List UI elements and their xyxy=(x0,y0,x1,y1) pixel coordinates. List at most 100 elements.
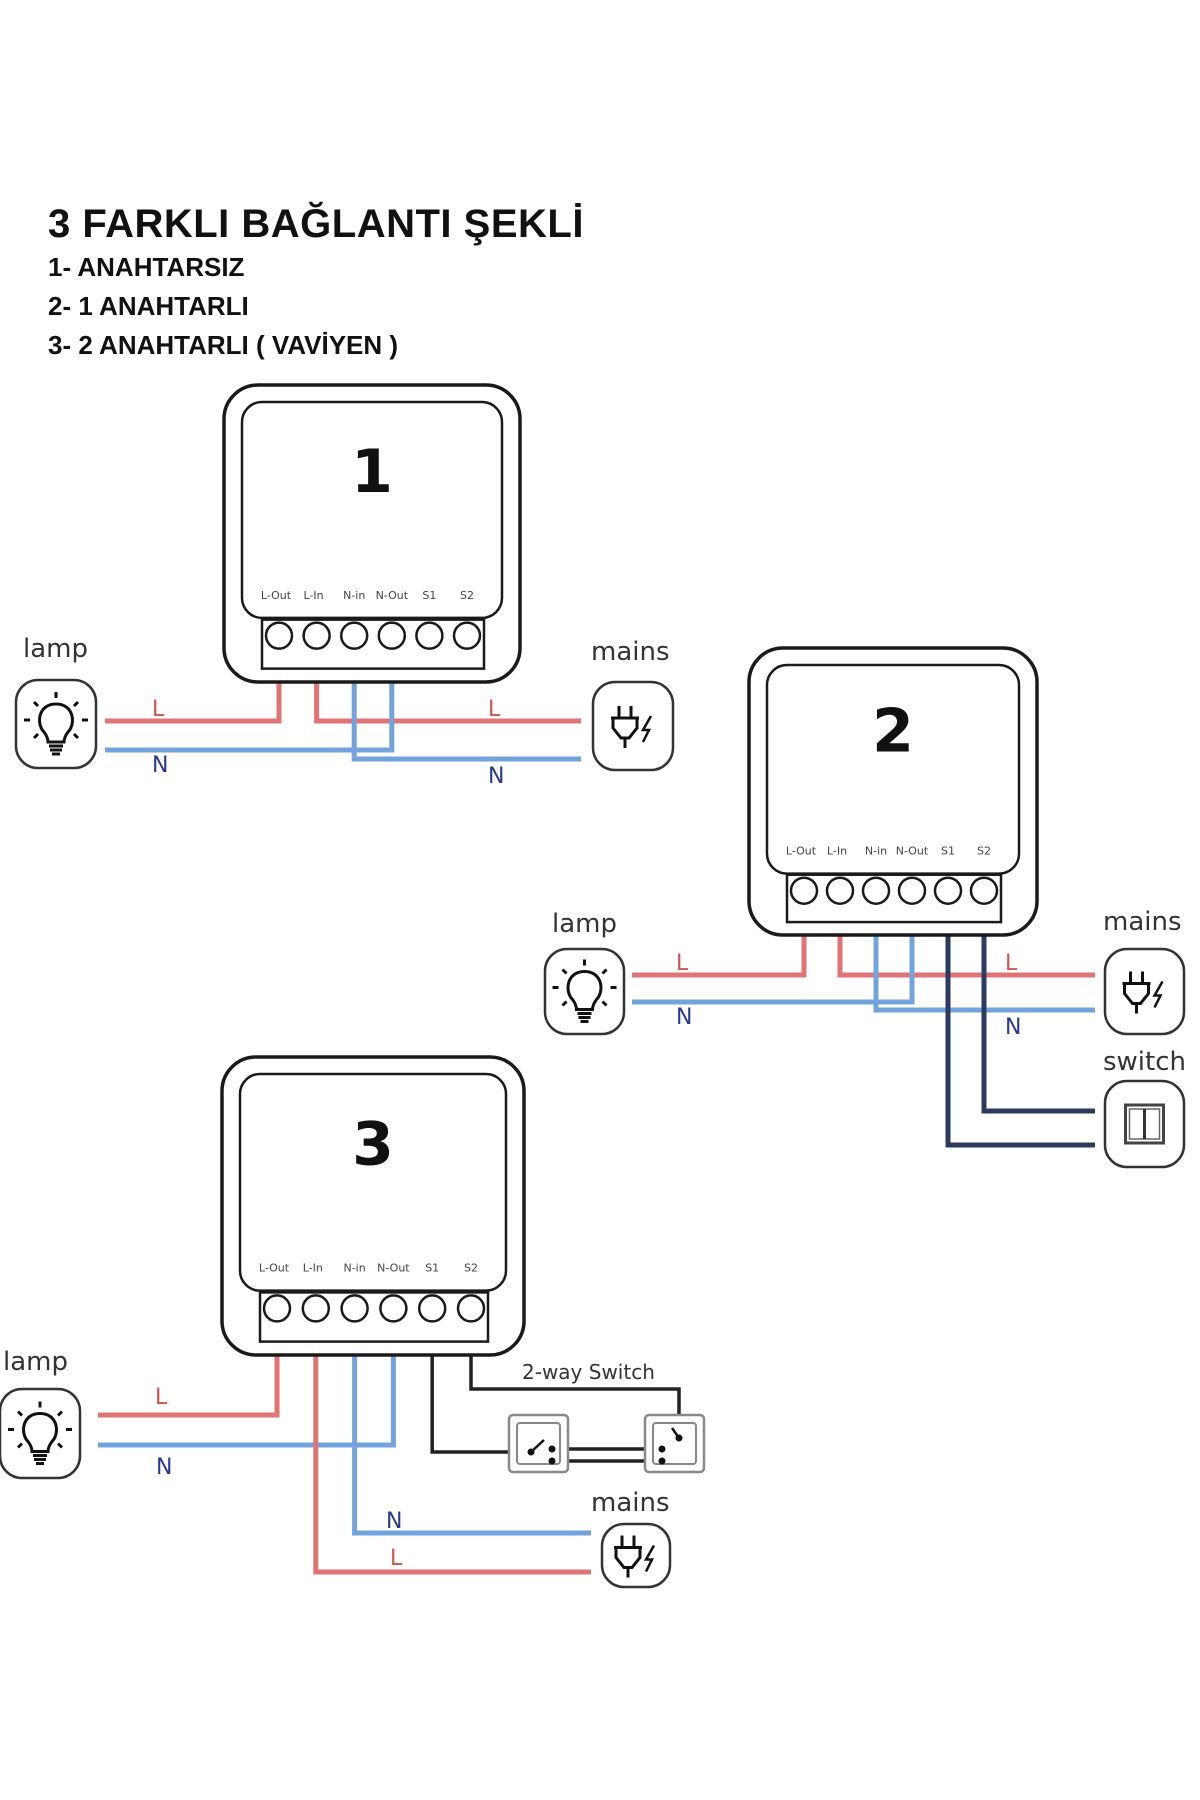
terminal-screw-l-out xyxy=(262,1294,292,1323)
terminal-label: S2 xyxy=(977,845,991,858)
terminal-label: L-In xyxy=(304,589,324,602)
module-face xyxy=(240,400,504,620)
terminal-screw-s1 xyxy=(415,621,444,650)
terminal-strip xyxy=(785,873,1003,924)
terminal-screw-l-out xyxy=(264,621,294,650)
terminal-strip xyxy=(260,618,486,670)
two-way-switch-label: 2-way Switch xyxy=(522,1360,655,1384)
wire-label-neutral: N xyxy=(676,1005,692,1030)
terminal-label: L-Out xyxy=(261,589,292,602)
terminal-label: N-in xyxy=(343,1262,365,1275)
mains-3 xyxy=(600,1522,672,1589)
terminal-screw-n-in xyxy=(340,1294,369,1323)
terminal-screw-s2 xyxy=(452,621,482,650)
mains-2 xyxy=(1103,947,1186,1036)
lamp-3-frame xyxy=(0,1387,82,1480)
wire-label-live: L xyxy=(155,1385,168,1410)
heading-block: 3 FARKLI BAĞLANTI ŞEKLİ 1- ANAHTARSIZ 2-… xyxy=(48,200,584,365)
mains-2-label: mains xyxy=(1103,907,1182,937)
wire-label-neutral: N xyxy=(386,1509,402,1534)
terminal-screw-n-out xyxy=(379,1294,408,1323)
lamp-1-label: lamp xyxy=(23,634,88,664)
terminal-screw-l-out xyxy=(789,876,819,905)
mains-3-frame xyxy=(600,1522,672,1589)
terminal-screw-l-in xyxy=(301,1294,331,1323)
wire-label-live: L xyxy=(1005,951,1018,976)
wire-2-s1 xyxy=(945,890,1095,1148)
wire-label-neutral: N xyxy=(488,764,504,789)
relay-module-1: 1L-Out L-In N-in N-Out S1 S2 xyxy=(222,383,522,684)
terminal-label: N-Out xyxy=(377,1262,410,1275)
module-face xyxy=(238,1072,508,1292)
wire-label-neutral: N xyxy=(156,1455,172,1480)
terminal-label: S2 xyxy=(460,589,474,602)
relay-module-3: 3L-Out L-In N-in N-Out S1 S2 xyxy=(220,1055,526,1357)
wire-label-live: L xyxy=(676,951,689,976)
heading-item-2: 2- 1 ANAHTARLI xyxy=(48,291,249,321)
terminal-screw-s2 xyxy=(456,1294,486,1323)
switch-contact xyxy=(658,1445,666,1453)
wire-label-live: L xyxy=(152,697,165,722)
switch-lever-a xyxy=(530,1439,545,1453)
module-number: 3 xyxy=(352,1109,394,1179)
terminal-label: N-in xyxy=(865,845,887,858)
terminal-label: N-Out xyxy=(376,589,409,602)
terminal-screw-s2 xyxy=(969,876,999,905)
terminal-label: L-In xyxy=(827,845,847,858)
wire-3-mains-live xyxy=(313,1308,591,1575)
mains-3-label: mains xyxy=(591,1488,670,1518)
wire-3-mains-neutral xyxy=(352,1308,591,1536)
relay-module-2: 2L-Out L-In N-in N-Out S1 S2 xyxy=(747,646,1039,937)
lamp-2-label: lamp xyxy=(552,909,617,939)
wire-label-live: L xyxy=(488,697,501,722)
terminal-label: S1 xyxy=(422,589,436,602)
mains-1-frame xyxy=(591,680,675,772)
switch-plate xyxy=(643,1413,706,1474)
page-title: 3 FARKLI BAĞLANTI ŞEKLİ xyxy=(48,202,584,246)
switch-lever-b xyxy=(670,1427,681,1439)
module-number: 1 xyxy=(351,437,393,507)
switch-2 xyxy=(1103,1079,1186,1169)
lamp-3 xyxy=(0,1387,82,1480)
switch-2-label: switch xyxy=(1103,1047,1186,1077)
terminal-screw-n-out xyxy=(897,876,927,905)
switch-contact xyxy=(548,1445,556,1453)
mains-1-label: mains xyxy=(591,637,670,667)
terminal-label: S1 xyxy=(425,1262,439,1275)
terminal-screw-n-in xyxy=(339,621,369,650)
lamp-2 xyxy=(543,947,626,1036)
terminal-screw-s1 xyxy=(417,1294,447,1323)
module-number: 2 xyxy=(872,696,914,766)
terminal-screw-l-in xyxy=(302,621,331,650)
wall-switch-icon xyxy=(1124,1103,1165,1145)
terminal-screw-n-in xyxy=(861,876,891,905)
switch-plate xyxy=(1124,1103,1165,1145)
switch-plate-inner xyxy=(516,1422,561,1465)
mains-2-frame xyxy=(1103,947,1186,1036)
terminal-label: L-Out xyxy=(259,1262,290,1275)
two-way-switch-icon-b xyxy=(643,1413,706,1474)
terminal-label: L-Out xyxy=(786,845,817,858)
wire-2-s2 xyxy=(981,890,1095,1114)
terminal-screw-l-in xyxy=(825,876,855,905)
heading-item-1: 1- ANAHTARSIZ xyxy=(48,252,245,282)
lamp-1 xyxy=(14,678,98,770)
terminal-label: S1 xyxy=(941,845,955,858)
wire-label-neutral: N xyxy=(1005,1015,1021,1040)
switch-plate-inner xyxy=(652,1422,697,1465)
terminal-screw-n-out xyxy=(377,621,407,650)
wire-label-live: L xyxy=(390,1546,403,1571)
mains-1 xyxy=(591,680,675,772)
terminal-screw-s1 xyxy=(933,876,963,905)
switch-contact xyxy=(658,1457,666,1465)
terminal-label: L-In xyxy=(303,1262,323,1275)
terminal-label: S2 xyxy=(464,1262,478,1275)
heading-item-3: 3- 2 ANAHTARLI ( VAVİYEN ) xyxy=(48,330,399,360)
wire-label-neutral: N xyxy=(152,753,168,778)
terminal-label: N-Out xyxy=(896,845,929,858)
terminal-label: N-in xyxy=(343,589,365,602)
lamp-3-label: lamp xyxy=(3,1347,68,1377)
